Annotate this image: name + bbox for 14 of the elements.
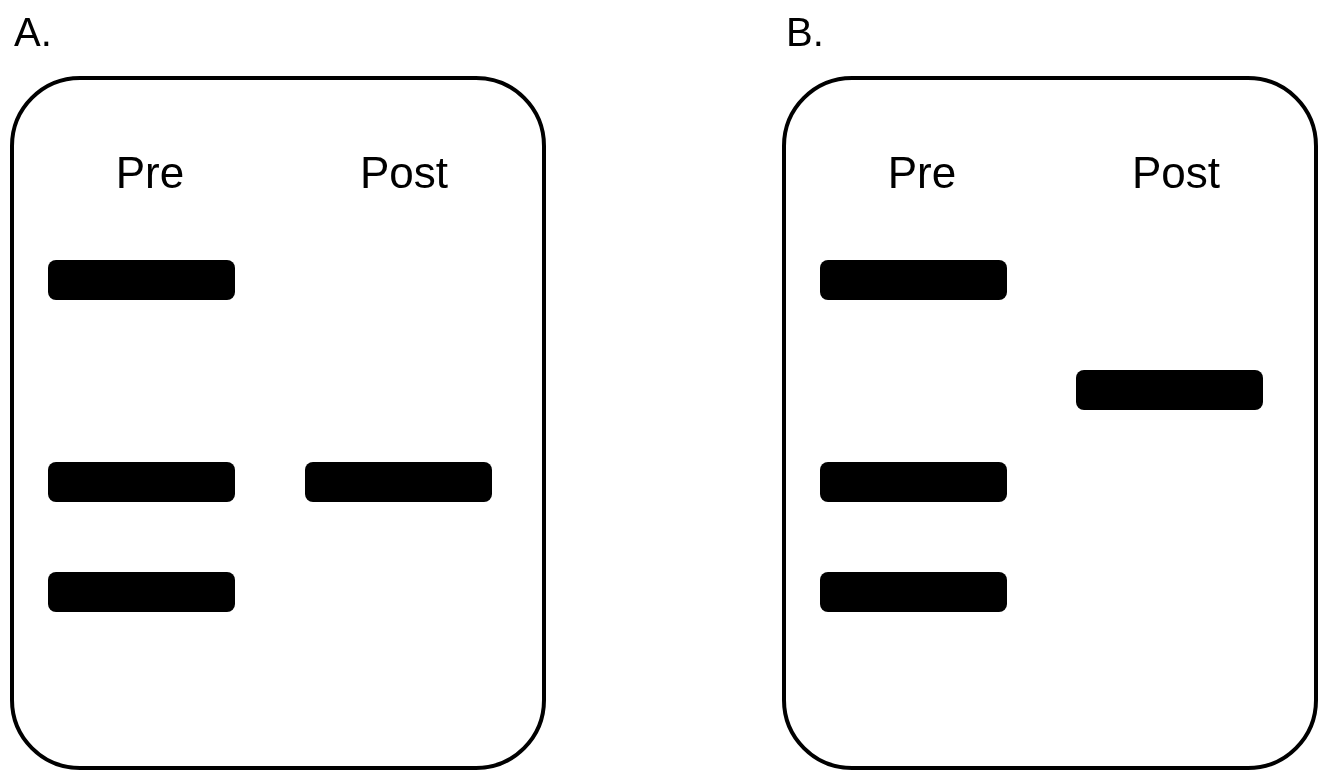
lane-label: Pre xyxy=(886,148,958,198)
panel-heading: B. xyxy=(786,10,824,55)
lane-label: Pre xyxy=(114,148,186,198)
gel-band xyxy=(820,462,1007,502)
gel-band xyxy=(48,260,235,300)
gel-band xyxy=(48,462,235,502)
lane-label: Post xyxy=(1130,148,1221,198)
panel-heading: A. xyxy=(14,10,52,55)
gel-band xyxy=(820,572,1007,612)
lane-label: Post xyxy=(358,148,449,198)
gel-band xyxy=(820,260,1007,300)
gel-band xyxy=(48,572,235,612)
gel-band xyxy=(305,462,492,502)
gel-band xyxy=(1076,370,1263,410)
